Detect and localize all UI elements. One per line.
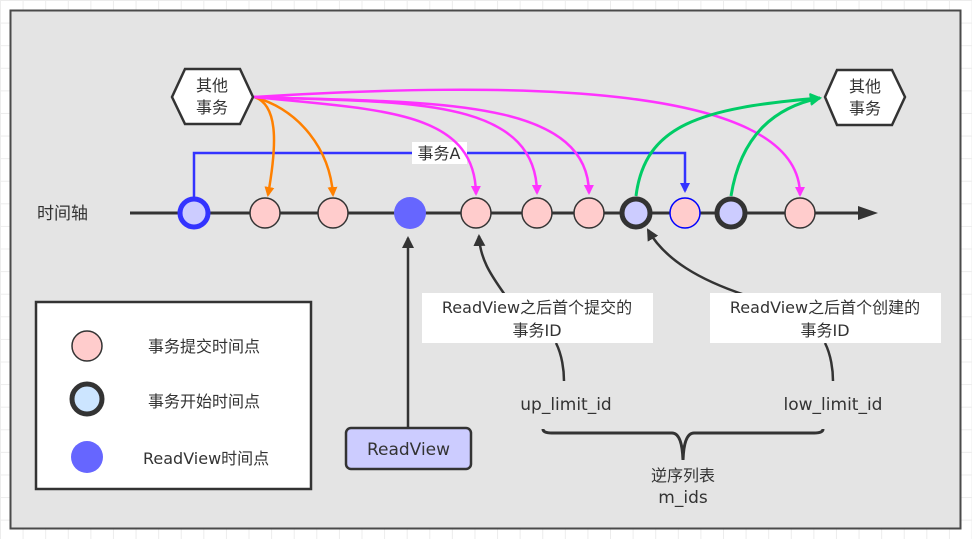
commit-point [460,197,492,229]
commit-point [249,197,281,229]
orange-commit-arrow-1 [253,95,276,197]
legend-start-icon [69,381,105,417]
first-create-box [710,293,941,343]
first-create-line1: ReadView之后首个创建的 [730,298,920,317]
first-commit-line1: ReadView之后首个提交的 [442,298,632,317]
commit-point [317,197,349,229]
other-transactions-left: 其他 事务 [170,67,255,126]
first-commit-line2: 事务ID [512,321,561,340]
low-limit-id-label: low_limit_id [784,395,883,415]
hex-right-line2: 事务 [849,99,881,118]
start-point [619,196,653,230]
green-start-arrow-2 [729,94,822,197]
green-start-arrow-1 [634,92,822,197]
magenta-commit-arrow-4 [253,88,805,197]
first-create-line2: 事务ID [800,321,849,340]
up-limit-id-label: up_limit_id [520,395,611,415]
timeline-arrowhead [858,206,878,220]
transaction-a-label: 事务A [418,144,461,163]
legend-commit-label: 事务提交时间点 [148,337,260,356]
first-create-pointer [646,228,746,297]
mids-brace [541,428,825,461]
legend-start-label: 事务开始时间点 [148,392,260,411]
first-create-to-lowlimit [823,342,835,382]
orange-commit-arrow-2 [253,95,338,197]
hex-left-line2: 事务 [196,98,228,117]
hex-left-line1: 其他 [196,76,228,95]
transaction-a-label-bg [412,142,467,164]
commit-point [784,197,816,229]
transaction-a-start-point [177,196,211,230]
magenta-commit-arrow-3 [253,95,594,195]
readview-point [394,197,426,229]
transaction-a-commit-point [669,197,701,229]
mids-line2: m_ids [658,488,708,508]
legend-commit-icon [71,330,103,362]
legend-readview-label: ReadView时间点 [143,449,269,468]
first-commit-box [422,293,653,343]
readview-box [344,426,473,471]
hex-right-line1: 其他 [849,77,881,96]
start-point [714,196,748,230]
magenta-commit-arrow-1 [253,95,481,196]
timeline-label: 时间轴 [37,204,88,224]
mids-line1: 逆序列表 [651,466,715,485]
commit-point [573,197,605,229]
first-commit-to-uplimit [554,342,566,382]
readview-box-label: ReadView [367,440,450,460]
commit-point [521,197,553,229]
first-commit-pointer [473,234,507,296]
legend-readview-icon [71,441,103,473]
timeline-points [177,196,816,230]
other-transactions-right: 其他 事务 [823,68,907,127]
legend: 事务提交时间点 事务开始时间点 ReadView时间点 [34,300,313,491]
